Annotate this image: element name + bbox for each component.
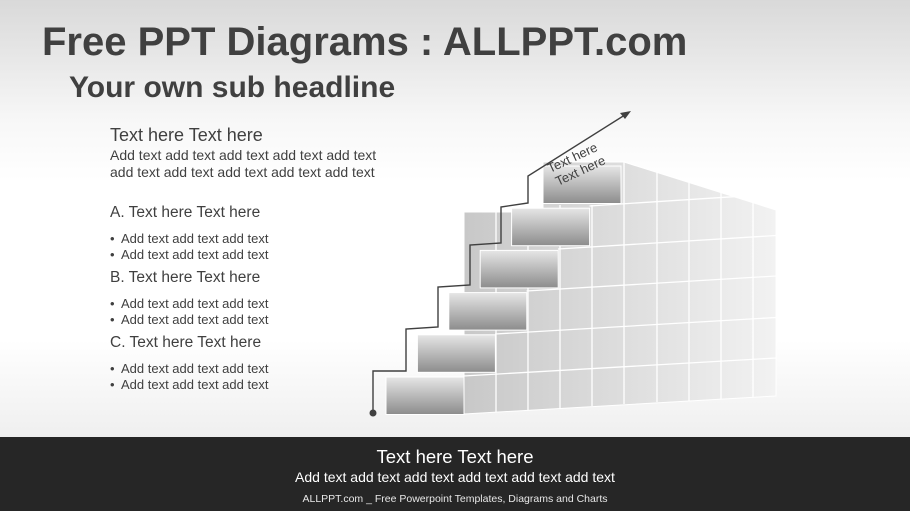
section-b-bullet: Add text add text add text	[110, 312, 268, 328]
page-title: Free PPT Diagrams : ALLPPT.com	[42, 20, 688, 64]
section-a: A. Text here Text here Add text add text…	[110, 204, 268, 263]
intro-block: Text here Text here Add text add text ad…	[110, 125, 376, 180]
section-c-bullet: Add text add text add text	[110, 361, 268, 377]
grid-line	[557, 234, 777, 250]
step-block	[511, 207, 591, 247]
section-a-bullet: Add text add text add text	[110, 247, 268, 263]
growth-start-dot	[369, 409, 377, 417]
growth-line	[372, 112, 629, 413]
section-c-bullet: Add text add text add text	[110, 377, 268, 393]
step-block	[385, 376, 465, 415]
page-subtitle: Your own sub headline	[69, 71, 396, 104]
grid-line	[463, 357, 777, 377]
growth-arrow	[369, 111, 631, 417]
footer: Text here Text here Add text add text ad…	[0, 437, 910, 511]
grid-line	[526, 275, 777, 292]
step-block	[479, 249, 559, 289]
intro-body-line-1: Add text add text add text add text add …	[110, 147, 377, 163]
section-a-bullets: Add text add text add text Add text add …	[110, 231, 268, 263]
section-a-bullet: Add text add text add text	[110, 231, 268, 247]
grid-line	[494, 316, 777, 335]
section-b-heading: B. Text here Text here	[110, 269, 261, 286]
intro-body-line-2: add text add text add text add text add …	[110, 163, 375, 180]
section-b-bullet: Add text add text add text	[110, 296, 268, 312]
section-c-bullets: Add text add text add text Add text add …	[110, 361, 268, 393]
arrow-head-icon	[620, 111, 631, 119]
footer-copyright: ALLPPT.com _ Free Powerpoint Templates, …	[302, 493, 608, 505]
staircase-diagram: Text here Text here	[369, 111, 777, 417]
step-block	[416, 334, 496, 373]
footer-body: Add text add text add text add text add …	[295, 469, 615, 485]
section-b-bullets: Add text add text add text Add text add …	[110, 296, 268, 328]
step-blocks	[385, 165, 622, 415]
section-c: C. Text here Text here Add text add text…	[110, 334, 268, 393]
section-a-heading: A. Text here Text here	[110, 204, 261, 221]
section-b: B. Text here Text here Add text add text…	[110, 269, 268, 328]
intro-heading: Text here Text here	[110, 125, 263, 145]
step-block	[542, 165, 622, 204]
footer-heading: Text here Text here	[376, 446, 534, 467]
section-c-heading: C. Text here Text here	[110, 334, 262, 351]
step-block	[448, 292, 528, 331]
